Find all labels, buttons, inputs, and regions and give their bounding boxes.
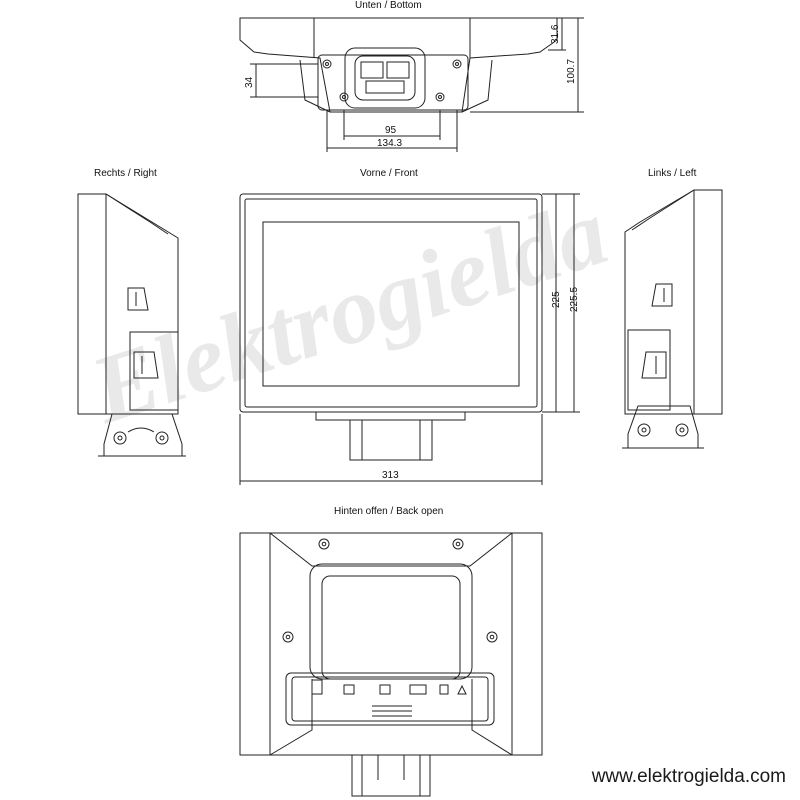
left-view [622,189,723,449]
dim-bottom-height-small: 31.6 [550,24,561,44]
dim-front-height-inner: 225 [551,291,562,308]
dim-front-height-outer: 225.5 [569,287,580,312]
front-view [239,193,580,485]
right-view [77,193,186,457]
dim-bottom-outer-width: 134.3 [377,138,402,149]
label-back-view: Hinten offen / Back open [334,506,444,517]
label-bottom-view: Unten / Bottom [355,0,422,11]
dim-bottom-height-total: 100.7 [566,59,577,84]
dim-bottom-inner-width: 95 [385,125,397,136]
bottom-view [239,17,584,152]
label-left-view: Links / Left [648,168,697,179]
label-right-view: Rechts / Right [94,168,157,179]
website-link[interactable]: www.elektrogielda.com [591,766,786,787]
dim-bottom-mount-height: 34 [244,76,255,88]
back-view [239,532,543,797]
label-front-view: Vorne / Front [360,168,418,179]
dim-front-width: 313 [382,470,399,481]
